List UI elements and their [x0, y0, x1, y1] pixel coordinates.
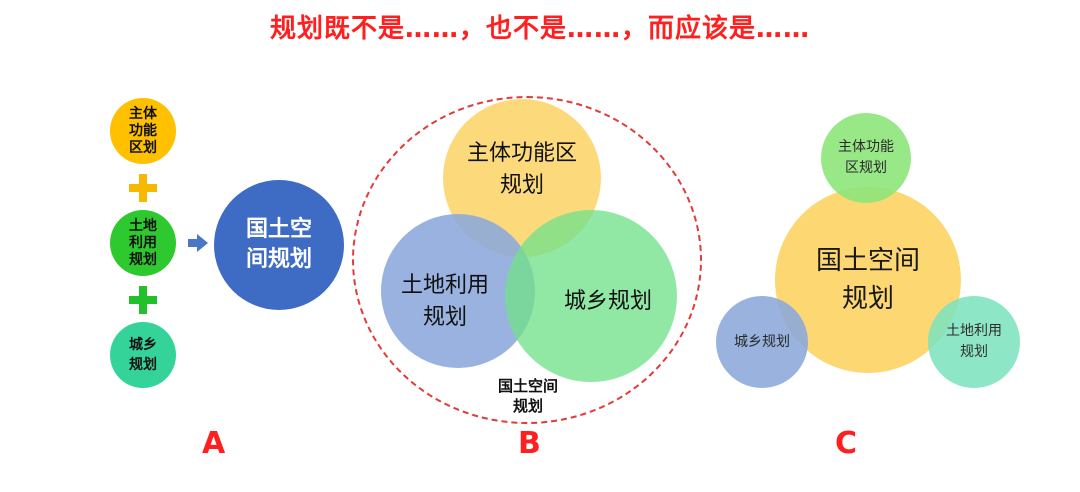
satellite-circle-top-label: 主体功能 区规划: [838, 139, 894, 176]
section-label-a: A: [202, 426, 226, 461]
circle-urban-rural-planning: 城乡 规划: [110, 322, 176, 388]
venn-circle-left: [381, 214, 535, 368]
circle-main-function-zoning: 主体 功能 区划: [110, 98, 176, 164]
satellite-circle-left-label: 城乡规划: [734, 334, 790, 350]
circle-territorial-spatial-planning: 国土空 间规划: [214, 180, 344, 310]
venn-right-label: 城乡规划: [563, 289, 652, 314]
center-circle-label: 国土空间 规划: [815, 246, 920, 314]
page-title: 规划既不是……，也不是……，而应该是……: [269, 14, 810, 44]
circle-main-function-zoning-label: 主体 功能 区划: [129, 105, 157, 156]
section-label-c: C: [835, 426, 858, 461]
circle-land-use-planning-label: 土地 利用 规划: [129, 217, 157, 268]
venn-circle-right: [505, 210, 677, 382]
satellite-circle-right: 土地利用 规划: [928, 296, 1020, 388]
venn-left-label-box: 土地利用 规划: [385, 262, 505, 342]
outer-dashed-boundary: [352, 96, 702, 424]
satellite-circle-left: 城乡规划: [716, 296, 808, 388]
venn-top-label-box: 主体功能区 规划: [443, 130, 601, 210]
outer-label-box: 国土空间 规划: [478, 374, 578, 418]
satellite-circle-top: 主体功能 区规划: [821, 113, 911, 203]
circle-urban-rural-planning-label: 城乡 规划: [129, 337, 157, 373]
plus-icon-green: [129, 286, 157, 314]
outer-label: 国土空间 规划: [497, 377, 558, 415]
venn-left-label: 土地利用 规划: [400, 273, 489, 330]
circle-territorial-spatial-planning-label: 国土空 间规划: [245, 217, 312, 272]
plus-icon-yellow: [129, 174, 157, 202]
satellite-circle-right-label: 土地利用 规划: [946, 323, 1002, 360]
right-arrow-icon: [188, 234, 208, 252]
venn-top-label: 主体功能区 规划: [466, 141, 577, 198]
venn-right-label-box: 城乡规划: [548, 282, 668, 322]
section-label-b: B: [518, 426, 541, 461]
circle-land-use-planning: 土地 利用 规划: [110, 210, 176, 276]
